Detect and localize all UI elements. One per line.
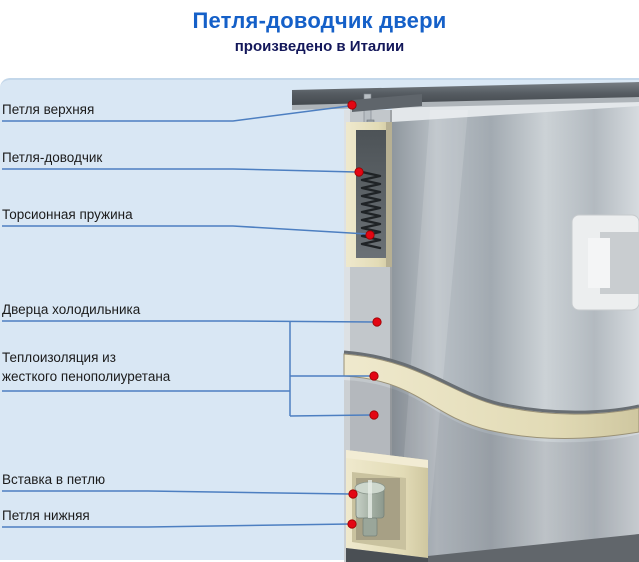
page-title: Петля-доводчик двери (192, 8, 447, 33)
callout-label-hinge-insert: Вставка в петлю (2, 472, 106, 487)
callout-lines (2, 105, 375, 528)
marker-dot-door (372, 317, 382, 327)
callout-label-hinge-closer: Петля-доводчик (2, 150, 103, 165)
handle-recess (571, 214, 639, 311)
marker-dot-top-hinge (347, 100, 357, 110)
callout-label-bottom-hinge: Петля нижняя (2, 508, 90, 523)
door-bottom-edge (346, 534, 639, 562)
callout-label-top-hinge: Петля верхняя (2, 102, 95, 117)
header: Петля-доводчик двери произведено в Итали… (0, 0, 639, 78)
callout-label-insulation-line2: жесткого пенополиуретана (2, 369, 171, 384)
marker-dot-insert (348, 489, 358, 499)
marker-dot-spring (365, 230, 375, 240)
marker-dot-bottom-hinge (347, 519, 357, 529)
diagram-area: Петля верхняя Петля-доводчик Торсионная … (0, 78, 639, 562)
marker-dots (347, 100, 382, 529)
marker-dot-insulation-1 (369, 371, 379, 381)
marker-dot-insulation-2 (369, 410, 379, 420)
bottom-hinge-insert (354, 480, 386, 537)
callout-label-torsion-spring: Торсионная пружина (2, 207, 133, 222)
torsion-spring (360, 170, 382, 250)
door-panel (392, 90, 639, 562)
callout-label-insulation: Теплоизоляция из жесткого пенополиуретан… (2, 348, 170, 386)
callout-label-insulation-line1: Теплоизоляция из (2, 350, 116, 365)
callout-label-fridge-door: Дверца холодильника (2, 302, 141, 317)
hinge-illustration (2, 82, 639, 562)
marker-dot-closer (354, 167, 364, 177)
page-subtitle: произведено в Италии (234, 38, 405, 55)
